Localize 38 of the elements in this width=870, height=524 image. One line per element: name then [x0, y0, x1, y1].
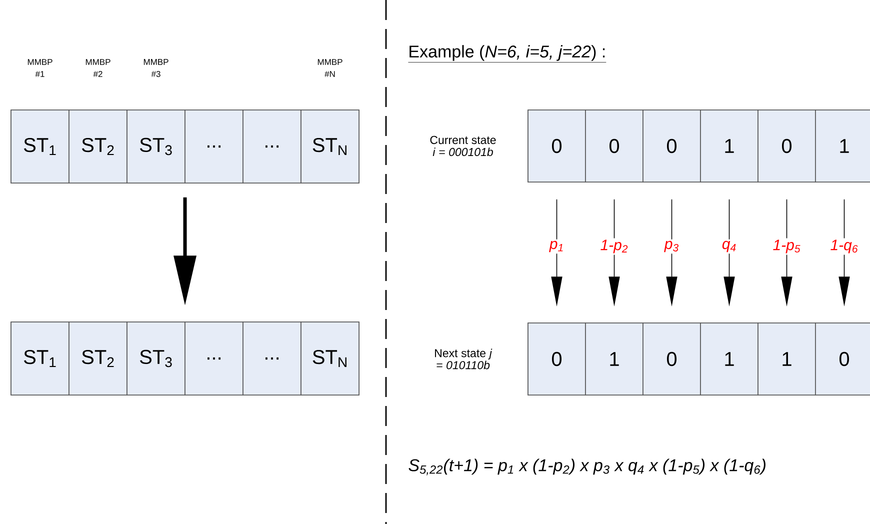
state-cell: ...	[184, 110, 244, 184]
state-cell: 0	[585, 110, 644, 182]
state-cell: 1	[700, 110, 758, 182]
state-cell: 1	[815, 110, 870, 182]
state-cell: 1	[758, 322, 816, 396]
state-cell: ST$_{3}$	[126, 322, 186, 396]
state-cell: ST$_{1}$	[10, 110, 70, 184]
state-cell: ST$_{1}$	[10, 322, 70, 396]
state-cell: ST$_{2}$	[68, 322, 128, 396]
state-cell: ST$_{N}$	[300, 322, 360, 396]
state-cell: 0	[642, 110, 701, 182]
state-caption: Current state i = 000101b	[430, 136, 496, 156]
state-cell: ST$_{3}$	[126, 110, 186, 184]
edge-label: 1-q$_{6}$	[830, 240, 858, 254]
state-cell: 1	[700, 322, 758, 396]
state-cell: ST$_{2}$	[68, 110, 128, 184]
state-cell: 1	[585, 322, 644, 396]
state-cell: ST$_{N}$	[300, 110, 360, 184]
edge-label: 1-p$_{5}$	[773, 240, 800, 254]
cell-caption: MMBP #2	[86, 59, 110, 77]
edge-label: 1-p$_{2}$	[600, 240, 628, 254]
state-cell: ...	[184, 322, 244, 396]
formula: S$_{5,22}$(t+1) = p$_{1}$ x (1-p$_{2}$) x p$_{3}$ x q$_{4}$ x (1-p$_{5}$) x (1-q$_{6}$)	[408, 458, 766, 476]
state-caption: Next state j = 010110b	[435, 348, 492, 370]
state-cell: 0	[815, 322, 870, 396]
edge-label: q$_{4}$	[722, 240, 736, 252]
state-cell: 0	[758, 110, 816, 182]
state-cell: 0	[528, 110, 586, 182]
cell-caption: MMBP #N	[318, 59, 342, 77]
state-cell: 0	[642, 322, 701, 396]
edge-label: p$_{3}$	[664, 240, 678, 252]
state-cell: ...	[242, 322, 302, 396]
state-cell: ...	[242, 110, 302, 184]
title: Example (N=6, i=5, j=22) :	[408, 45, 606, 63]
state-cell: 0	[528, 322, 586, 396]
cell-caption: MMBP #3	[144, 59, 168, 77]
cell-caption: MMBP #1	[28, 59, 52, 77]
edge-label: p$_{1}$	[549, 240, 563, 252]
